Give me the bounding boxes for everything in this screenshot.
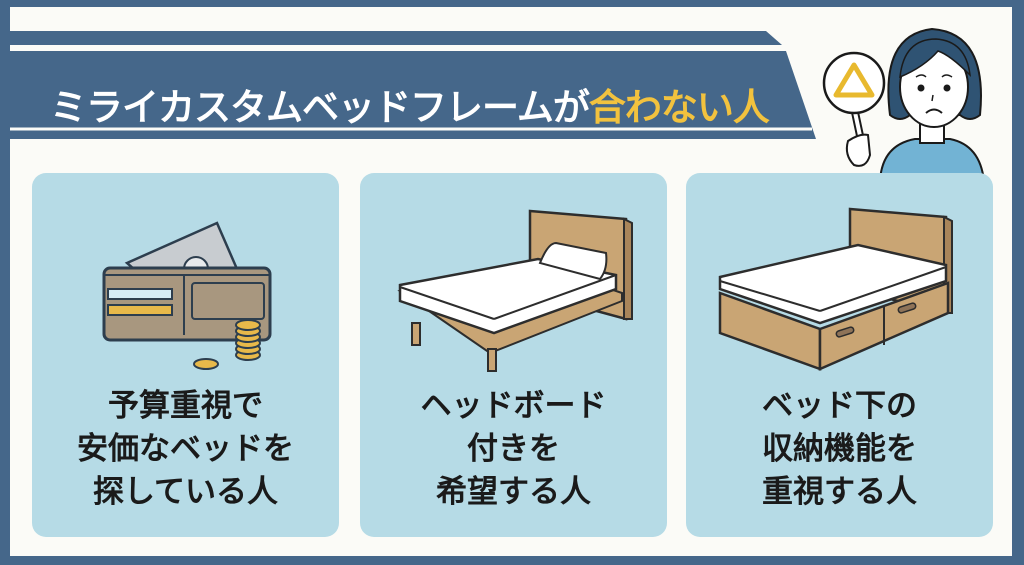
banner-shape-icon bbox=[10, 31, 816, 139]
cards-container: 予算重視で 安価なベッドを 探している人 ヘッドボード 付きを 希望する人 bbox=[32, 173, 993, 543]
label-line: 探している人 bbox=[92, 474, 279, 510]
label-line: 安価なベッドを bbox=[77, 431, 294, 467]
worried-woman-icon bbox=[822, 27, 986, 181]
label-line: 重視する人 bbox=[762, 474, 917, 510]
wallet-icon bbox=[102, 221, 272, 370]
card-storage: ベッド下の 収納機能を 重視する人 bbox=[686, 173, 993, 537]
page-title: ミライカスタムベッドフレームが合わない人 bbox=[50, 86, 770, 129]
label-line: 付きを bbox=[467, 431, 560, 467]
card-headboard: ヘッドボード 付きを 希望する人 bbox=[360, 173, 667, 537]
label-line: ヘッドボード bbox=[420, 388, 607, 424]
card-budget: 予算重視で 安価なベッドを 探している人 bbox=[32, 173, 339, 537]
bed-headboard-icon bbox=[397, 209, 633, 372]
title-banner: ミライカスタムベッドフレームが合わない人 bbox=[10, 31, 816, 143]
card-label: 予算重視で 安価なベッドを 探している人 bbox=[32, 385, 339, 514]
label-line: 予算重視で bbox=[108, 388, 263, 424]
label-line: 収納機能を bbox=[762, 431, 917, 467]
label-line: 希望する人 bbox=[436, 474, 591, 510]
label-line: ベッド下の bbox=[762, 388, 917, 424]
title-main: ミライカスタムベッドフレームが bbox=[50, 86, 590, 129]
card-label: ヘッドボード 付きを 希望する人 bbox=[360, 385, 667, 514]
card-label: ベッド下の 収納機能を 重視する人 bbox=[686, 385, 993, 514]
title-highlight: 合わない人 bbox=[588, 86, 770, 129]
storage-bed-icon bbox=[718, 207, 953, 371]
infographic-frame: ミライカスタムベッドフレームが合わない人 bbox=[10, 7, 1012, 556]
